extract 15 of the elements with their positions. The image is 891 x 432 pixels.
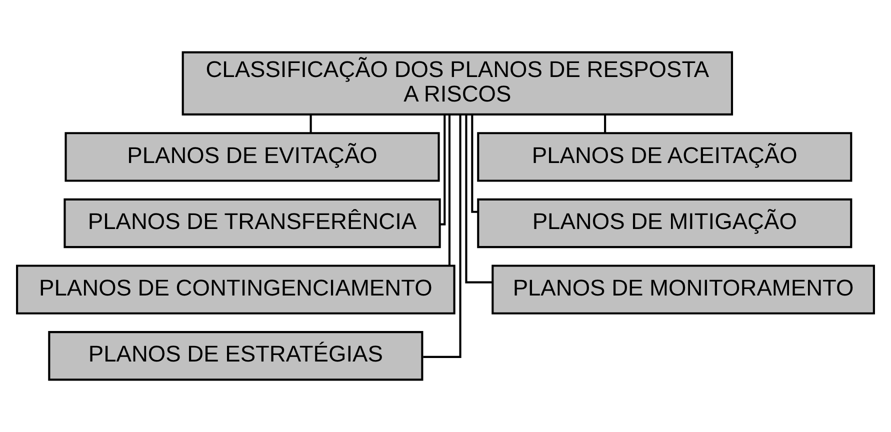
- connector: [465, 114, 492, 284]
- node-box: PLANOS DE CONTINGENCIAMENTO: [16, 264, 456, 314]
- node-box: PLANOS DE MITIGAÇÃO: [477, 198, 852, 248]
- node-box: PLANOS DE TRANSFERÊNCIA: [64, 198, 441, 248]
- connector: [423, 114, 462, 358]
- connector: [440, 114, 446, 226]
- node-box: PLANOS DE EVITAÇÃO: [64, 132, 440, 182]
- connector: [448, 114, 451, 266]
- node-box: PLANOS DE ACEITAÇÃO: [477, 132, 852, 182]
- connector: [310, 115, 312, 133]
- node-box: PLANOS DE ESTRATÉGIAS: [48, 331, 424, 381]
- connector: [471, 114, 478, 213]
- connector: [604, 115, 606, 133]
- node-box: PLANOS DE MONITORAMENTO: [492, 264, 875, 314]
- node-box: CLASSIFICAÇÃO DOS PLANOS DE RESPOSTA A RISCOS: [182, 51, 734, 116]
